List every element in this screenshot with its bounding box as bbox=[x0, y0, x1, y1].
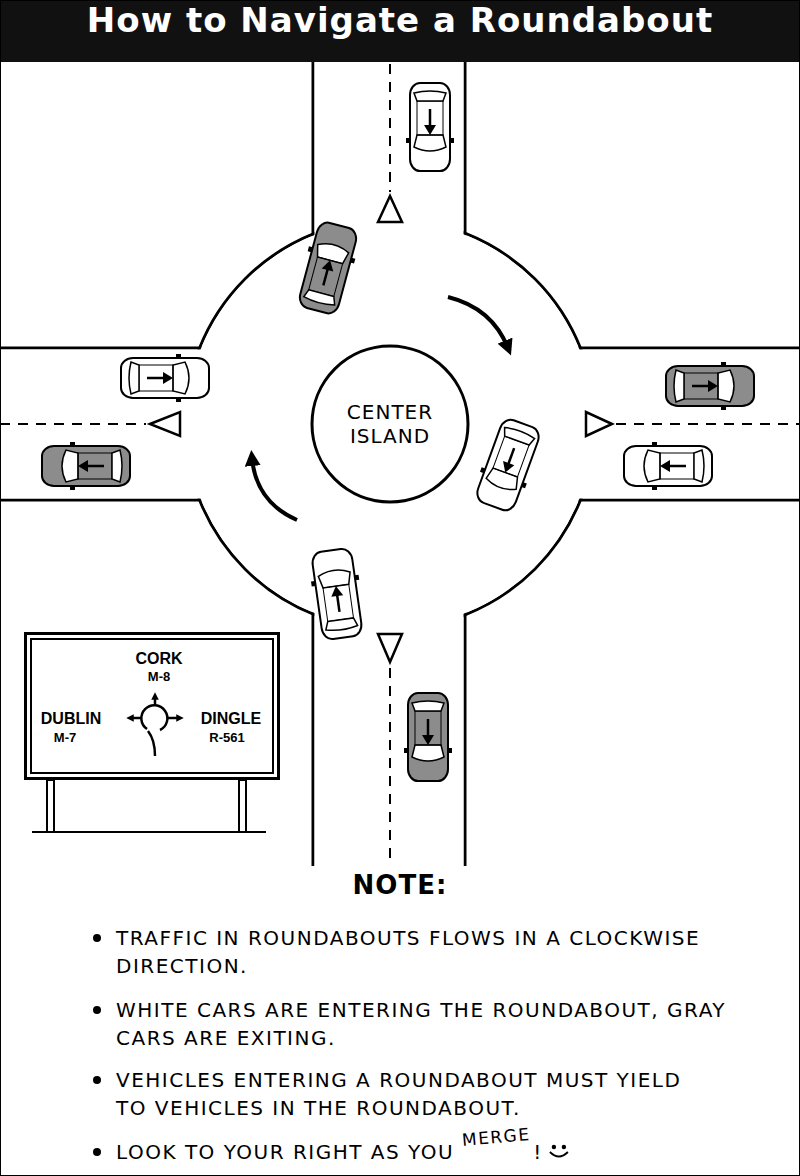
lane-line bbox=[616, 423, 800, 425]
road-sign: CORKM-8DUBLIN M-7 DINGLE R-561 bbox=[24, 632, 280, 780]
note-text: ! bbox=[533, 1138, 543, 1166]
lane-line bbox=[0, 423, 146, 425]
bullets bbox=[93, 934, 101, 1156]
bullet bbox=[93, 1076, 101, 1084]
bullet bbox=[93, 1148, 101, 1156]
sign-arrow bbox=[130, 717, 142, 720]
roundabout-ring bbox=[185, 219, 595, 629]
flow-arrow bbox=[448, 297, 508, 348]
note-heading: NOTE: bbox=[0, 870, 800, 900]
sign-post bbox=[47, 780, 54, 832]
note-text: WHITE CARS ARE ENTERING THE ROUNDABOUT, … bbox=[116, 996, 756, 1052]
exiting-car bbox=[42, 442, 130, 490]
flow-arrow bbox=[252, 458, 297, 520]
title-text: How to Navigate a Roundabout bbox=[0, 0, 800, 62]
destination-name: DINGLE bbox=[201, 710, 261, 728]
yield-triangle bbox=[378, 634, 402, 662]
exiting-car bbox=[293, 219, 362, 316]
entering-car bbox=[406, 83, 454, 171]
sign-post bbox=[239, 780, 246, 832]
entering-car bbox=[121, 354, 209, 402]
sign-arrow bbox=[154, 696, 157, 705]
yield-triangle bbox=[586, 412, 612, 436]
island-label: CENTER ISLAND bbox=[330, 400, 450, 448]
title-bar bbox=[0, 0, 800, 62]
road-surface bbox=[0, 62, 800, 868]
exiting-car bbox=[404, 693, 452, 781]
bullet bbox=[93, 1006, 101, 1014]
note-text: TRAFFIC IN ROUNDABOUTS FLOWS IN A CLOCKW… bbox=[116, 924, 716, 980]
smiley-mouth bbox=[550, 1152, 568, 1157]
yield-marks bbox=[150, 196, 612, 662]
smiley-eye bbox=[563, 1146, 566, 1149]
lane-lines bbox=[0, 64, 800, 866]
bullet bbox=[93, 934, 101, 942]
entering-car bbox=[307, 547, 367, 641]
route-number: M-7 bbox=[54, 730, 76, 745]
road-surface bbox=[187, 221, 594, 628]
route-number: M-8 bbox=[148, 669, 170, 684]
sign-stem bbox=[148, 731, 155, 756]
smiley-eye bbox=[553, 1146, 556, 1149]
note-text: VEHICLES ENTERING A ROUNDABOUT MUST YIEL… bbox=[116, 1066, 696, 1122]
exiting-car bbox=[666, 362, 754, 410]
ground-line bbox=[32, 831, 266, 833]
route-number: R-561 bbox=[209, 730, 244, 745]
note-text: MERGE bbox=[461, 1124, 531, 1150]
entering-car bbox=[470, 415, 545, 514]
yield-triangle bbox=[150, 412, 180, 436]
note-text: LOOK TO YOUR RIGHT AS YOU bbox=[116, 1138, 454, 1166]
island-circle: CENTER ISLAND bbox=[310, 344, 470, 504]
entering-car bbox=[624, 442, 712, 490]
island-outline bbox=[312, 346, 468, 502]
yield-triangle bbox=[378, 196, 402, 222]
sign-arrow bbox=[168, 717, 180, 720]
destination-name: DUBLIN bbox=[41, 710, 101, 728]
sign-symbol bbox=[130, 696, 180, 756]
smiley bbox=[550, 1146, 568, 1157]
destination-name: CORK bbox=[135, 650, 182, 668]
sign-ring bbox=[141, 705, 167, 730]
lane-line bbox=[389, 64, 391, 192]
lane-line bbox=[389, 668, 391, 866]
sign-posts bbox=[32, 780, 266, 832]
